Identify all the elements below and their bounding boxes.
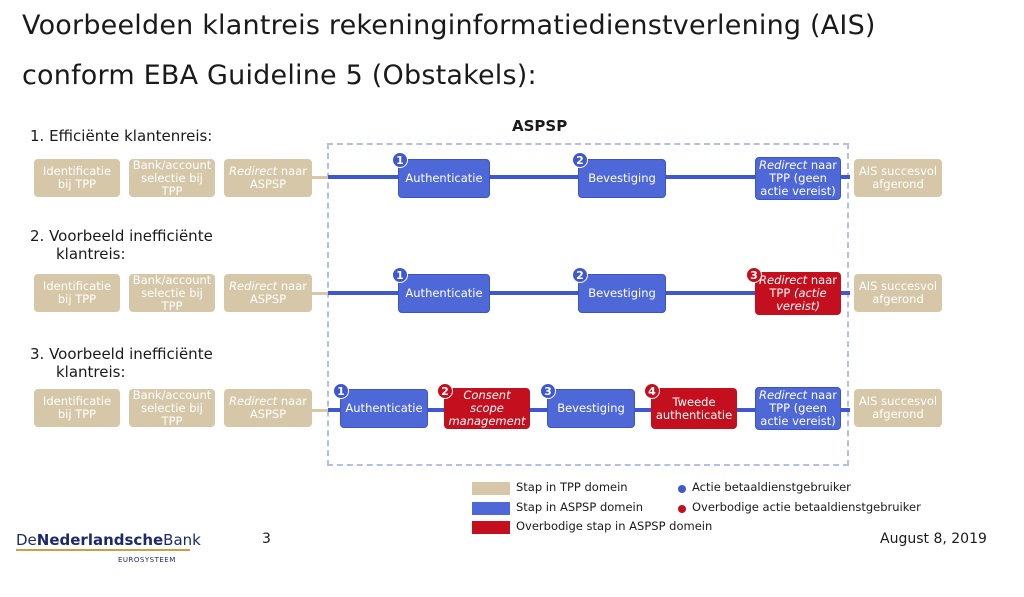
scenario-2-tpp-line bbox=[312, 292, 332, 295]
legend-tpp-text: Stap in TPP domein bbox=[516, 480, 628, 494]
page-number: 3 bbox=[262, 531, 271, 547]
scenario-2-step-redirect-aspsp: Redirect naar ASPSP bbox=[224, 274, 312, 312]
logo-underline bbox=[16, 549, 190, 551]
scenario-1-badge-1: 1 bbox=[392, 152, 408, 168]
legend-swatch-aspsp bbox=[472, 502, 510, 515]
title-line-1: Voorbeelden klantreis rekeninginformatie… bbox=[22, 10, 876, 41]
scenario-3-badge-2: 2 bbox=[437, 383, 453, 399]
scenario-3-step-succes: AIS succesvol afgerond bbox=[854, 389, 942, 427]
scenario-1-step-bank-account: Bank/account selectie bij TPP bbox=[129, 158, 215, 197]
scenario-1-badge-2: 2 bbox=[572, 152, 588, 168]
scenario-2-badge-2: 2 bbox=[572, 267, 588, 283]
title-line-2: conform EBA Guideline 5 (Obstakels): bbox=[22, 60, 537, 91]
logo-subtitle: EUROSYSTEEM bbox=[118, 556, 176, 564]
scenario-3-badge-1: 1 bbox=[333, 383, 349, 399]
aspsp-label: ASPSP bbox=[512, 117, 568, 135]
scenario-3-step-authenticatie: Authenticatie bbox=[340, 389, 428, 428]
legend-overbodig-text: Overbodige stap in ASPSP domein bbox=[516, 519, 713, 533]
scenario-3-tpp-line bbox=[312, 409, 332, 412]
scenario-2-step-identificatie: Identificatie bij TPP bbox=[34, 274, 120, 312]
scenario-3-step-consent-scope: Consent scope management bbox=[444, 388, 530, 429]
scenario-2-badge-3: 3 bbox=[746, 267, 762, 283]
scenario-1-step-bevestiging: Bevestiging bbox=[578, 159, 666, 198]
scenario-2-step-succes: AIS succesvol afgerond bbox=[854, 274, 942, 312]
scenario-3-badge-3: 3 bbox=[540, 383, 556, 399]
legend-swatch-tpp bbox=[472, 482, 510, 495]
scenario-1-label: 1. Efficiënte klantenreis: bbox=[30, 127, 213, 145]
scenario-1-step-redirect-aspsp: Redirect naar ASPSP bbox=[224, 159, 312, 197]
legend-dot-actie bbox=[678, 485, 686, 493]
aspsp-domain-region bbox=[327, 143, 849, 466]
dnb-logo: DeNederlandscheBank bbox=[16, 531, 201, 549]
scenario-2-badge-1: 1 bbox=[392, 267, 408, 283]
date-label: August 8, 2019 bbox=[880, 531, 987, 547]
scenario-2-step-bank-account: Bank/account selectie bij TPP bbox=[129, 273, 215, 312]
scenario-1-tpp-line bbox=[312, 176, 332, 179]
scenario-3-badge-4: 4 bbox=[644, 383, 660, 399]
legend-aspsp-text: Stap in ASPSP domein bbox=[516, 500, 644, 514]
scenario-3-step-bank-account: Bank/account selectie bij TPP bbox=[129, 388, 215, 427]
scenario-3-step-identificatie: Identificatie bij TPP bbox=[34, 389, 120, 427]
legend-swatch-overbodig bbox=[472, 521, 510, 534]
scenario-1-step-succes: AIS succesvol afgerond bbox=[854, 159, 942, 197]
scenario-3-step-redirect-aspsp: Redirect naar ASPSP bbox=[224, 389, 312, 427]
scenario-3-step-bevestiging: Bevestiging bbox=[547, 389, 635, 428]
scenario-2-label: 2. Voorbeeld inefficiënte klantreis: bbox=[30, 227, 213, 263]
scenario-2-step-authenticatie: Authenticatie bbox=[398, 274, 490, 313]
scenario-2-step-redirect-tpp: Redirect naar TPP (actie vereist) bbox=[755, 272, 841, 315]
scenario-3-label: 3. Voorbeeld inefficiënte klantreis: bbox=[30, 345, 213, 381]
scenario-3-step-redirect-tpp: Redirect naar TPP (geen actie vereist) bbox=[755, 387, 841, 430]
scenario-2-step-bevestiging: Bevestiging bbox=[578, 274, 666, 313]
scenario-1-step-authenticatie: Authenticatie bbox=[398, 159, 490, 198]
scenario-1-step-redirect-tpp: Redirect naar TPP (geen actie vereist) bbox=[755, 157, 841, 200]
legend-actie-text: Actie betaaldienstgebruiker bbox=[692, 480, 851, 494]
legend-overbodige-actie-text: Overbodige actie betaaldienstgebruiker bbox=[692, 500, 921, 514]
scenario-3-step-tweede-authenticatie: Tweede authenticatie bbox=[651, 388, 737, 429]
scenario-1-step-identificatie: Identificatie bij TPP bbox=[34, 159, 120, 197]
legend-dot-overbodige-actie bbox=[678, 505, 686, 513]
